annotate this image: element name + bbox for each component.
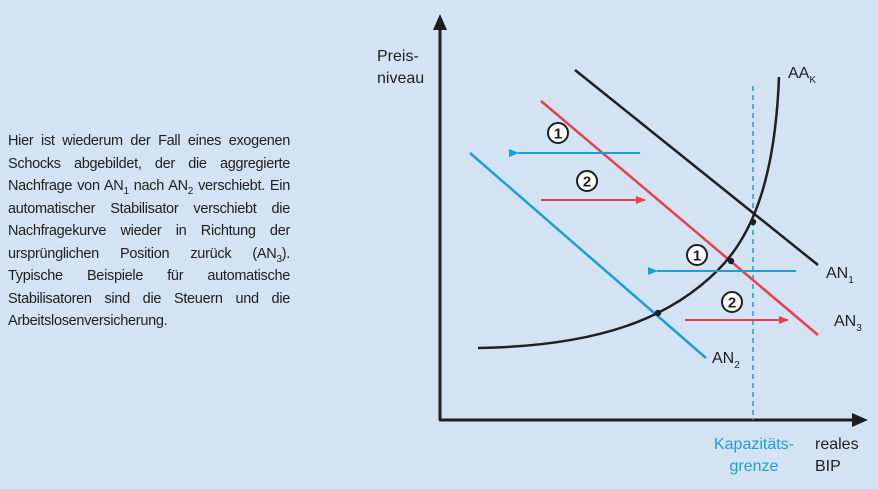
svg-text:2: 2 [583, 174, 591, 191]
an2-curve [469, 152, 707, 359]
description-subscript: 2 [187, 185, 194, 197]
an3-curve [540, 100, 819, 336]
capacity-label-line1: Kapazitäts- [714, 436, 794, 453]
x-axis-arrowhead [852, 413, 868, 427]
x-axis-label-line1: reales [815, 436, 859, 453]
svg-text:1: 1 [554, 126, 562, 143]
aa-curve-label: AAK [788, 65, 816, 86]
an1-curve [574, 69, 819, 266]
description-segment: ). Typische Beispiele für automatische S… [8, 245, 290, 330]
an2-curve-label: AN2 [712, 350, 740, 371]
an1-curve-label: AN1 [826, 265, 854, 286]
description-subscript: 3 [276, 253, 282, 265]
capacity-label-line2: grenze [730, 458, 779, 475]
svg-text:1: 1 [693, 248, 701, 265]
marker-two-lower: 2 [721, 291, 743, 313]
description-text: Hier ist wiederum der Fall eines exogene… [8, 130, 290, 333]
y-axis-arrowhead [433, 14, 447, 30]
y-axis-label-line2: niveau [377, 70, 424, 87]
marker-one-lower: 1 [686, 244, 708, 266]
svg-text:2: 2 [728, 295, 736, 312]
y-axis-label-line1: Preis- [377, 48, 419, 65]
description-subscript: 1 [123, 185, 129, 197]
intersection-point-an2 [654, 309, 662, 317]
marker-two-upper: 2 [576, 170, 598, 192]
description-segment: nach AN [128, 178, 188, 194]
description-segment: verschiebt. Ein automatischer Stabilisat… [8, 178, 290, 262]
intersection-point-an1 [749, 218, 757, 226]
x-axis-label-line2: BIP [815, 458, 841, 475]
an3-curve-label: AN3 [834, 313, 862, 334]
description-segment: Hier ist wiederum der Fall eines exogene… [8, 133, 290, 194]
intersection-point-an3 [727, 257, 735, 265]
marker-one-upper: 1 [547, 122, 569, 144]
